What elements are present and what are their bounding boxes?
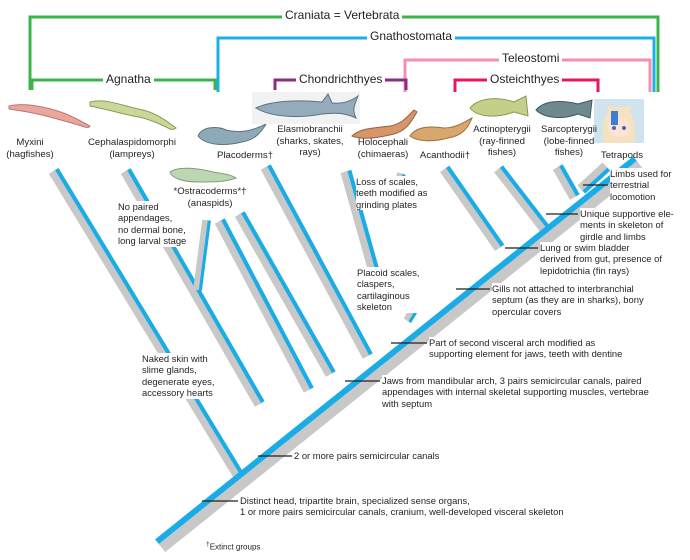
- coelacanth-illustration: [535, 99, 593, 119]
- leader-lines: [202, 184, 608, 502]
- character-limbs: Limbs used for terrestrial locomotion: [610, 168, 672, 203]
- placoderm-illustration: [197, 122, 268, 145]
- character-head: Distinct head, tripartite brain, special…: [240, 495, 564, 518]
- gnathostomata-bracket: [216, 36, 656, 92]
- taxon-label-sarcopterygii: Sarcopterygii (lobe-finned fishes): [541, 124, 597, 159]
- chimaera-illustration: [351, 109, 418, 139]
- anaspid-illustration: [169, 167, 238, 183]
- character-shark-note: Placoid scales, claspers, cartilaginous …: [357, 267, 420, 313]
- character-lamprey-note: No paired appendages, no dermal bone, lo…: [118, 201, 187, 247]
- clade-label-osteichthyes: Osteichthyes: [487, 72, 563, 86]
- branch-tetrapods: [577, 162, 611, 194]
- character-gills: Gills not attached to interbranchial sep…: [492, 283, 644, 318]
- character-hagfish-note: Naked skin with slime glands, degenerate…: [142, 353, 215, 399]
- taxon-label-cephalaspidomorphi: Cephalaspidomorphi (lampreys): [88, 137, 176, 160]
- lamprey-illustration: [89, 100, 177, 130]
- footnote-text: Extinct groups: [209, 542, 261, 552]
- branch-elasmobranchii: [260, 164, 373, 359]
- branch-placoderm-a: [214, 218, 314, 393]
- perch-illustration: [469, 95, 529, 117]
- character-visceral: Part of second visceral arch modified as…: [429, 337, 623, 360]
- branch-myxini: [48, 168, 243, 477]
- footnote: †Extinct groups: [206, 541, 260, 552]
- hagfish-illustration: [8, 104, 91, 128]
- branches: [48, 156, 644, 553]
- character-semicircular: 2 or more pairs semicircular canals: [294, 450, 440, 462]
- taxon-label-elasmobranchii: Elasmobranchii (sharks, skates, rays): [276, 124, 344, 159]
- taxon-label-myxini: Myxini (hagfishes): [6, 137, 54, 160]
- branch-sarcopterygii: [552, 164, 580, 200]
- taxon-label-acanthodii: Acanthodii†: [419, 150, 471, 161]
- trunk: [155, 156, 644, 553]
- dagger-mark: †: [206, 541, 210, 548]
- acanthodian-illustration: [409, 116, 473, 142]
- branch-placoderm-b: [234, 211, 336, 377]
- clade-label-chondrichthyes: Chondrichthyes: [296, 72, 386, 86]
- character-supportive: Unique supportive ele- ments in skeleton…: [580, 208, 674, 243]
- taxon-label-placoderms: Placoderms†: [217, 150, 273, 161]
- character-jaws: Jaws from mandibular arch, 3 pairs semic…: [382, 375, 649, 410]
- taxon-label-ostracoderms: *Ostracoderms*† (anaspids): [173, 186, 247, 209]
- branch-ostracoderms: [193, 219, 211, 291]
- clade-label-teleostomi: Teleostomi: [499, 51, 563, 65]
- taxon-label-tetrapods: Tetrapods: [600, 150, 644, 161]
- taxon-label-actinopterygii: Actinopterygii (ray-finned fishes): [473, 124, 531, 159]
- branch-actinopterygii: [494, 165, 555, 239]
- clade-label-craniata: Craniata = Vertebrata: [282, 8, 403, 22]
- character-chimaera-note: Loss of scales, teeth modified as grindi…: [356, 176, 428, 211]
- character-lung: Lung or swim bladder derived from gut, p…: [540, 242, 662, 277]
- taxon-label-holocephali: Holocephali (chimaeras): [357, 137, 409, 160]
- shark-illustration: [252, 92, 360, 124]
- anime-character-picture: [594, 99, 644, 143]
- clade-label-agnatha: Agnatha: [103, 72, 154, 86]
- branch-acanthodii: [440, 165, 505, 252]
- clade-label-gnathostomata: Gnathostomata: [367, 29, 456, 43]
